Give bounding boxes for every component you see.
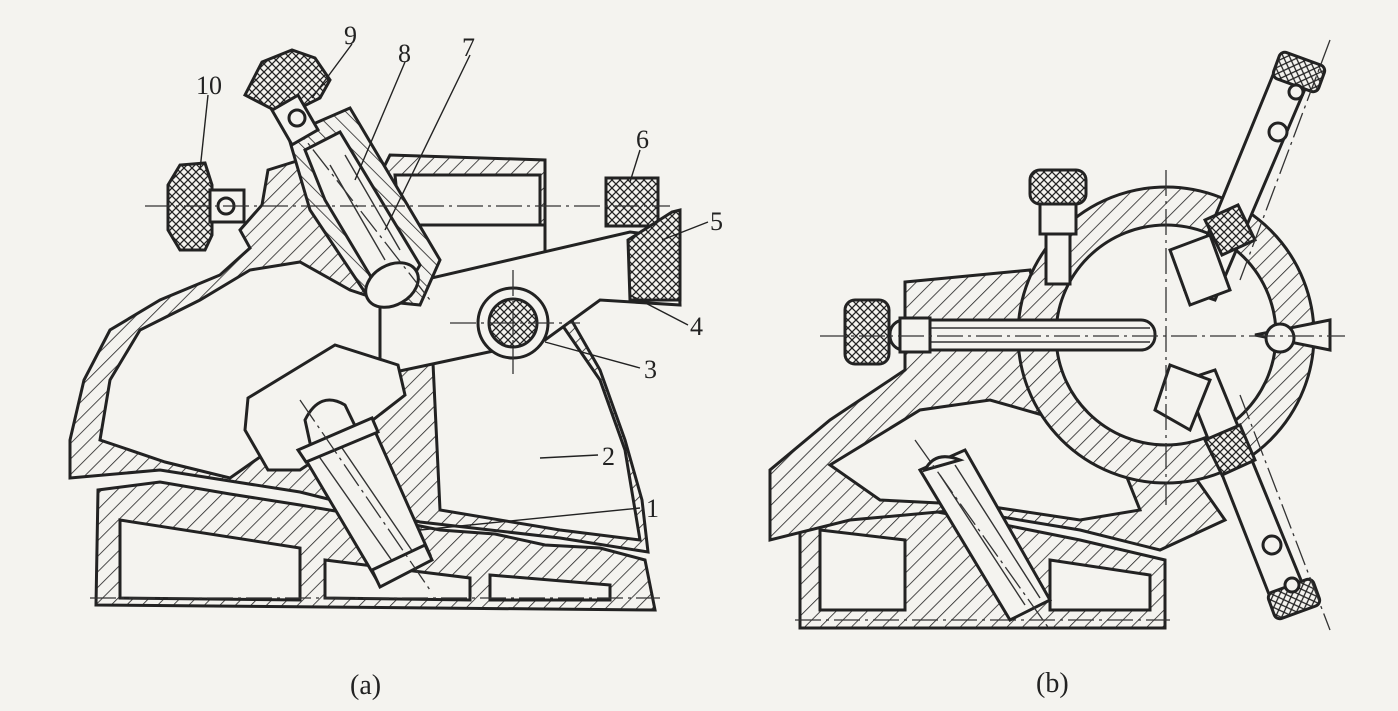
a-clamp-bolt (295, 398, 434, 591)
label-3: 3 (644, 355, 657, 384)
label-4: 4 (690, 312, 703, 341)
caption-a: (a) (350, 670, 381, 701)
label-8: 8 (398, 39, 411, 68)
label-5: 5 (710, 207, 723, 236)
label-9: 9 (344, 21, 357, 50)
a-body (68, 153, 650, 554)
a-knob-9 (242, 48, 332, 147)
b-vertical-knob (1028, 168, 1088, 286)
b-jaw-pad-bottom (1202, 423, 1257, 477)
b-clamp-bolt (914, 439, 1053, 631)
label-7: 7 (462, 33, 475, 62)
figure-b: (b) (768, 39, 1345, 699)
a-pad-5 (626, 208, 682, 302)
a-pad-6 (604, 176, 660, 228)
label-1: 1 (646, 494, 659, 523)
label-10: 10 (196, 71, 222, 100)
a-leader-lines (199, 43, 709, 531)
label-6: 6 (636, 125, 649, 154)
b-horizontal-screw (843, 298, 1157, 366)
caption-b: (b) (1036, 668, 1069, 699)
label-2: 2 (602, 442, 615, 471)
figure-a: 9 8 7 10 6 5 4 3 2 1 (a) (68, 21, 723, 701)
